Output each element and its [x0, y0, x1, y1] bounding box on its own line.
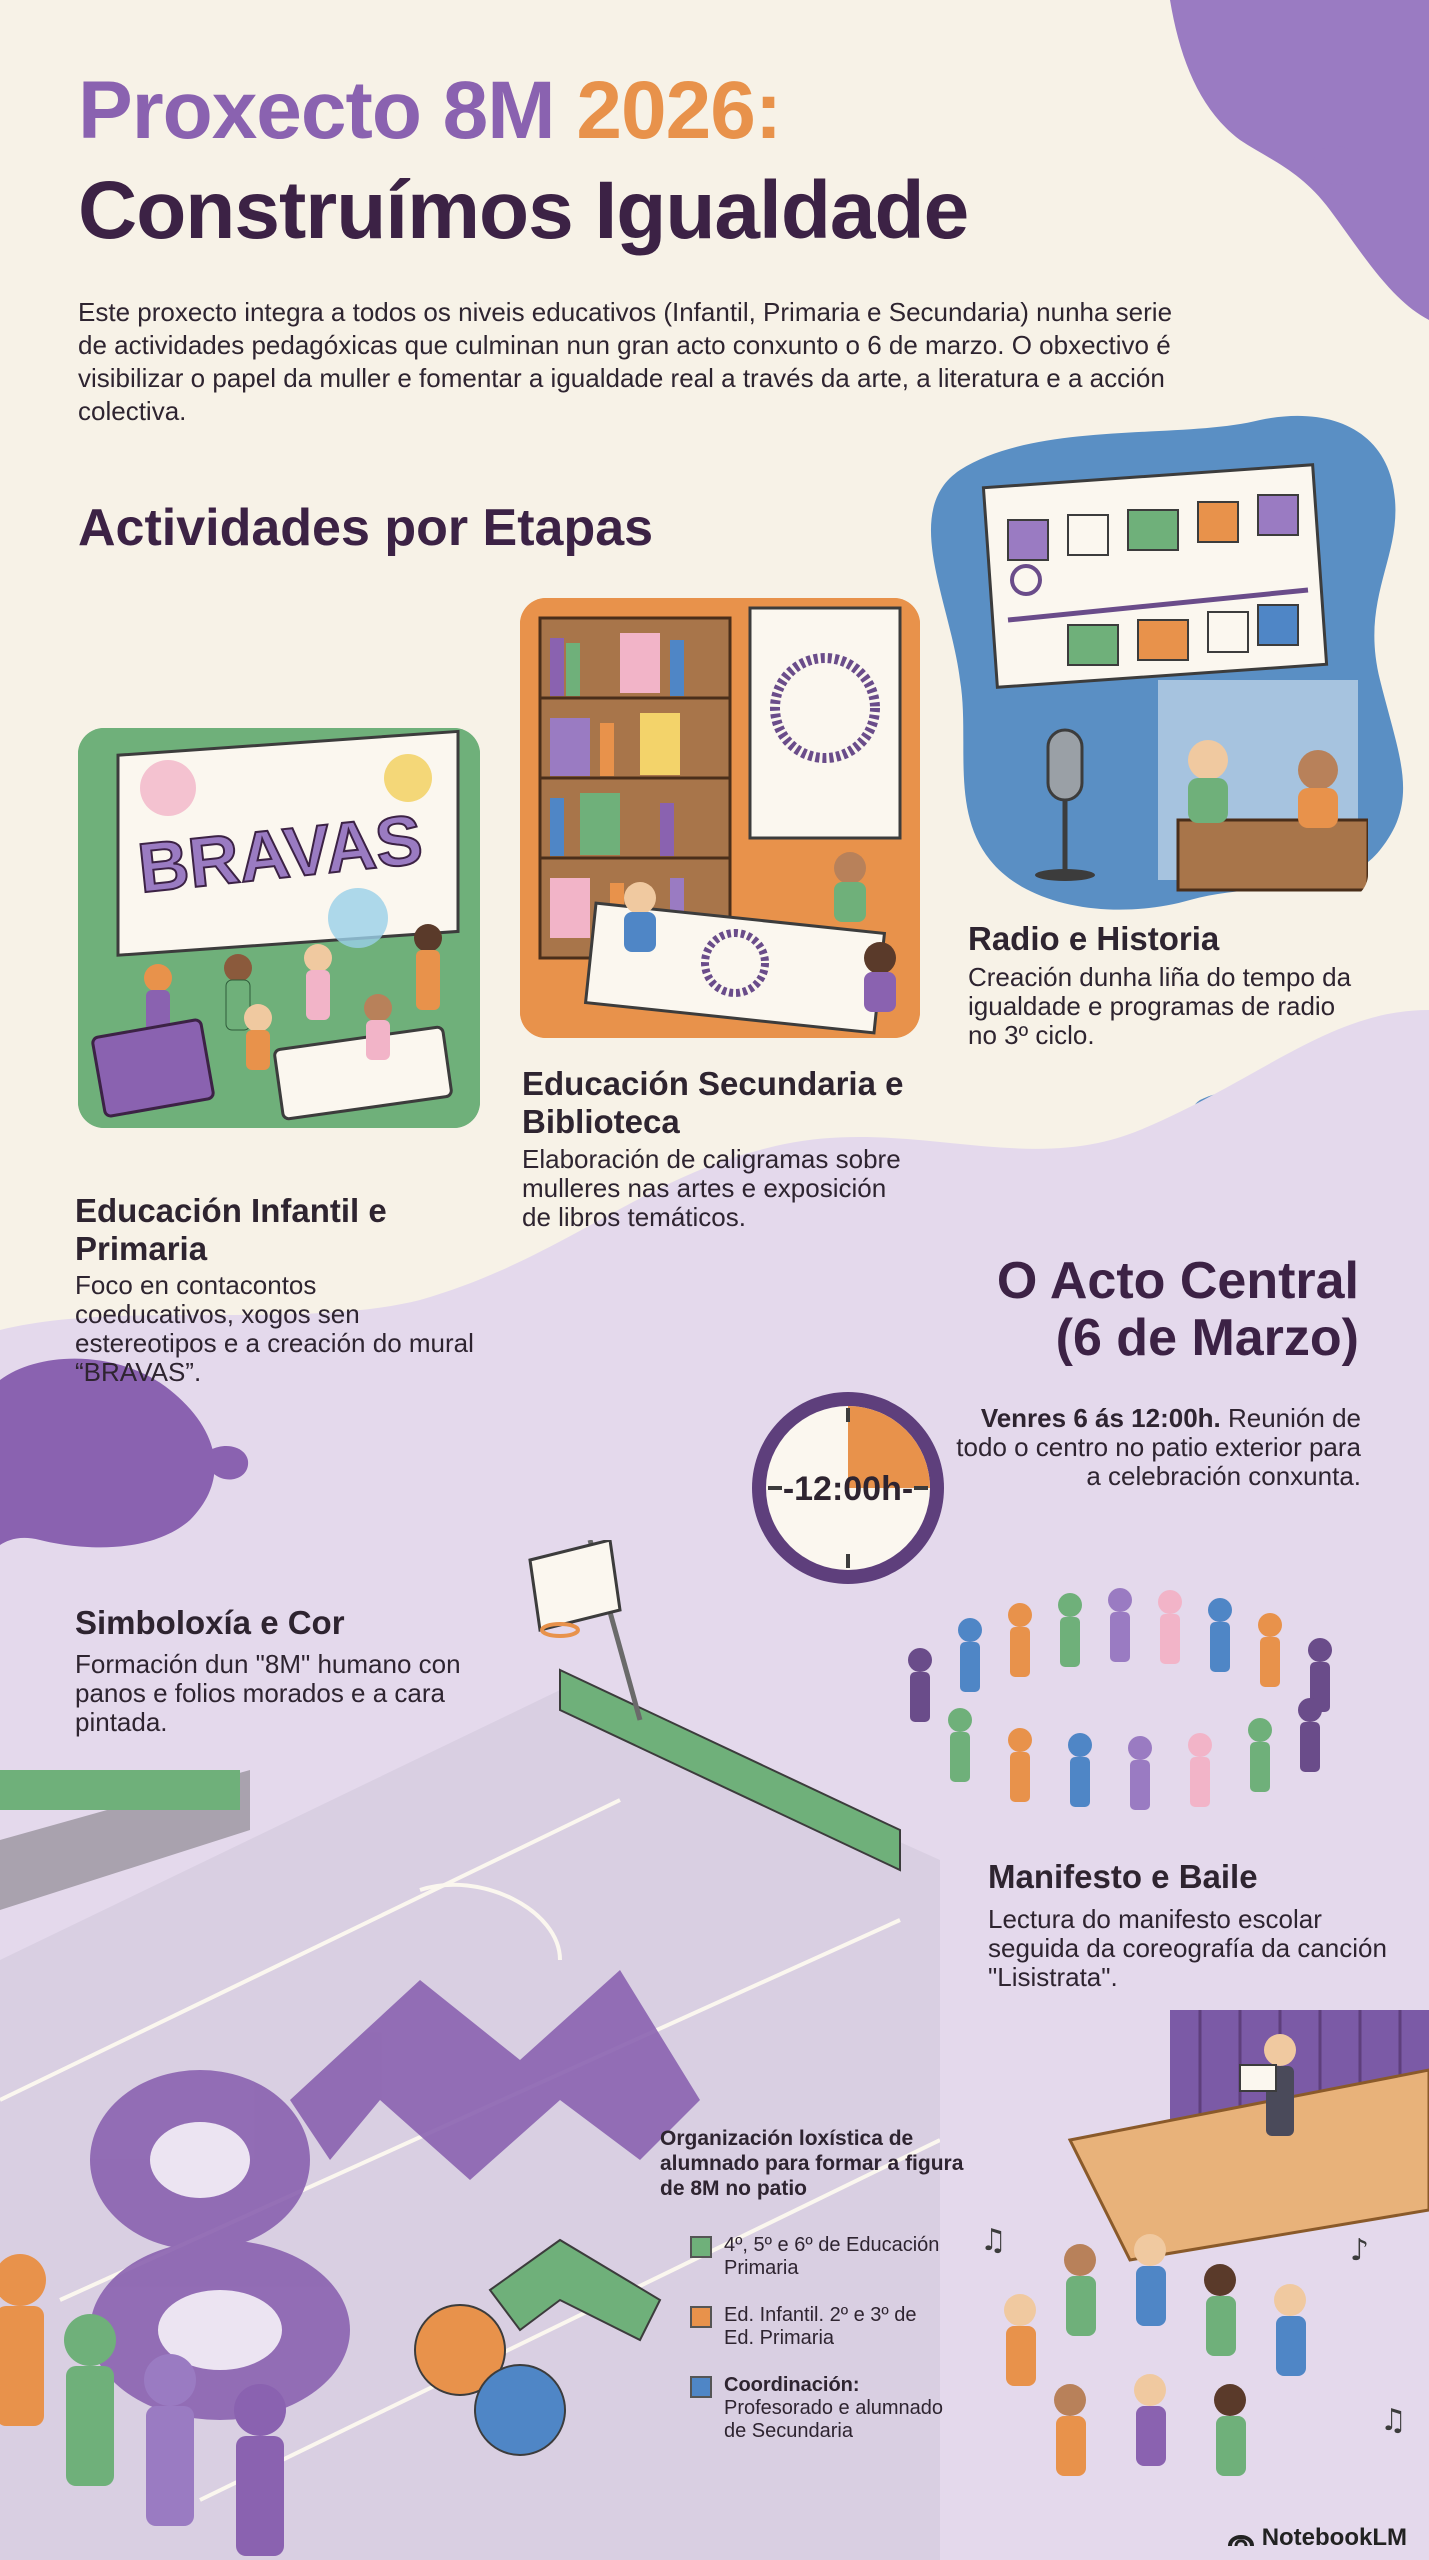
central-heading-line2: (6 de Marzo)	[1055, 1309, 1359, 1368]
card-secundaria-title: Educación Secundaria e Biblioteca	[522, 1065, 904, 1140]
schoolyard-8m-illustration	[0, 1540, 940, 2560]
svg-text:♫: ♫	[980, 2223, 1007, 2258]
radio-illustration	[968, 440, 1368, 900]
legend-item-primaria: 4º, 5º e 6º de Educación Primaria	[690, 2234, 950, 2280]
svg-text:♪: ♪	[1350, 2233, 1369, 2268]
legend-label: 4º, 5º e 6º de Educación Primaria	[724, 2234, 940, 2279]
card-infantil-text: Foco en contacontos coeducativos, xogos …	[75, 1270, 474, 1387]
manifesto-text: Lectura do manifesto escolar seguida da …	[988, 1904, 1387, 1992]
legend-orange-swatch	[690, 2306, 712, 2328]
central-time-info: Venres 6 ás 12:00h. Reunión de todo o ce…	[941, 1404, 1361, 1491]
legend-label-group: Coordinación:Profesorado e alumnado de S…	[724, 2374, 950, 2443]
legend-label-bold: Coordinación:	[724, 2374, 860, 2396]
notebooklm-logo-icon	[1227, 2535, 1254, 2547]
central-time-bold: Venres 6 ás 12:00h.	[980, 1403, 1221, 1433]
svg-text:♫: ♫	[1380, 2403, 1407, 2438]
mural-scene-icon: BRAVAS	[78, 728, 480, 1128]
legend-blue-swatch	[690, 2376, 712, 2398]
radio-scene-icon	[981, 463, 1368, 892]
card-secundaria-text: Elaboración de caligramas sobre mulleres…	[522, 1144, 901, 1232]
title-main: Proxecto 8M	[78, 65, 556, 156]
crowd-circle-illustration	[908, 1588, 1332, 1810]
intro-paragraph: Este proxecto integra a todos os niveis …	[78, 297, 1173, 426]
library-scene-icon	[520, 598, 920, 1038]
stage-dance-illustration: ♫ ♫ ♪	[980, 2010, 1429, 2476]
title-year: 2026:	[576, 65, 782, 156]
activities-heading: Actividades por Etapas	[78, 499, 654, 557]
logistics-title: Organización loxística de alumnado para …	[660, 2127, 964, 2200]
manifesto-title: Manifesto e Baile	[988, 1858, 1258, 1895]
symbol-title: Simboloxía e Cor	[75, 1604, 345, 1641]
brand-name: NotebookLM	[1261, 2524, 1407, 2551]
logistics-legend: 4º, 5º e 6º de Educación Primaria Ed. In…	[690, 2234, 950, 2443]
clock-time-label: -12:00h-	[783, 1470, 913, 1508]
card-radio-text: Creación dunha liña do tempo da igualdad…	[968, 962, 1352, 1050]
legend-item-coordinacion: Coordinación:Profesorado e alumnado de S…	[690, 2374, 950, 2443]
infantil-illustration: BRAVAS	[78, 728, 480, 1128]
secundaria-illustration	[520, 598, 920, 1038]
legend-item-infantil: Ed. Infantil. 2º e 3º de Ed. Primaria	[690, 2304, 950, 2350]
clock-icon: -12:00h-	[752, 1392, 944, 1584]
legend-green-swatch	[690, 2236, 712, 2258]
card-radio-title: Radio e Historia	[968, 920, 1220, 957]
central-heading: O Acto Central (6 de Marzo)	[759, 1252, 1359, 1368]
card-infantil-title: Educación Infantil e Primaria	[75, 1192, 387, 1267]
central-time-text: Reunión de todo o centro no patio exteri…	[956, 1403, 1361, 1491]
legend-label: Profesorado e alumnado de Secundaria	[724, 2397, 944, 2442]
legend-label: Ed. Infantil. 2º e 3º de Ed. Primaria	[724, 2304, 917, 2349]
page-title-line2: Construímos Igualdade	[78, 165, 969, 256]
central-heading-line1: O Acto Central	[996, 1252, 1359, 1310]
symbol-text: Formación dun "8M" humano con panos e fo…	[75, 1649, 461, 1737]
brand-mark: NotebookLM	[1227, 2524, 1407, 2552]
page-title-line1: Proxecto 8M 2026:	[78, 70, 782, 152]
